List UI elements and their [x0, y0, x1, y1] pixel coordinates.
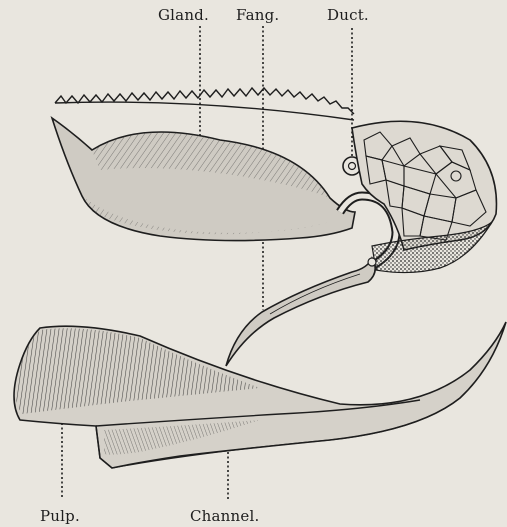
cellular-tissue [352, 121, 496, 272]
venom-gland [52, 118, 355, 241]
fang-upper [226, 258, 376, 366]
fang-section [14, 322, 506, 468]
jaw-edge [55, 88, 354, 120]
